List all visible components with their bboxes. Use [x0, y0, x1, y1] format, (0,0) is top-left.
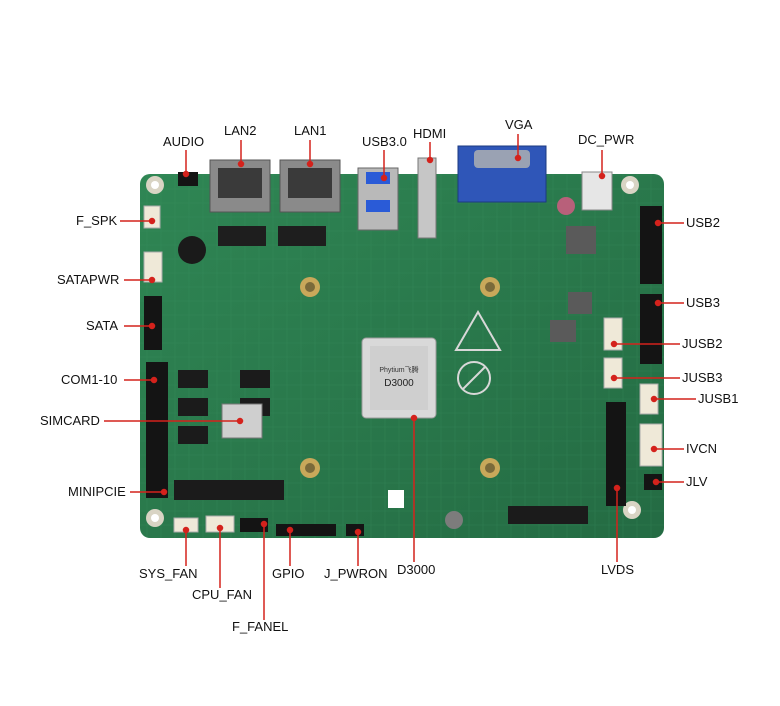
f-spk-connector	[143, 205, 161, 229]
esd-warning-icon	[454, 310, 502, 351]
label-gpio: GPIO	[272, 566, 305, 581]
label-com: COM1-10	[61, 372, 118, 387]
leader-lines	[104, 134, 696, 620]
mounting-holes	[146, 176, 641, 527]
ivcn-connector	[639, 423, 663, 467]
label-d3000: D3000	[397, 562, 436, 577]
lvds-header	[606, 402, 626, 506]
jusb3-connector	[603, 357, 623, 389]
label-jusb2: JUSB2	[682, 336, 723, 351]
label-lan1: LAN1	[294, 123, 327, 138]
j-pwron-header	[346, 524, 364, 536]
label-ivcn: IVCN	[686, 441, 718, 456]
minipcie-slot	[174, 480, 284, 500]
audio-header	[178, 172, 198, 186]
dc-power-jack	[581, 171, 613, 211]
gpio-header	[276, 524, 336, 536]
label-f-spk: F_SPK	[76, 213, 118, 228]
usb3-header	[640, 294, 662, 364]
cpu-model-text: D3000	[384, 378, 414, 389]
label-sys-fan: SYS_FAN	[139, 566, 198, 581]
buzzer	[178, 236, 206, 264]
label-jusb3: JUSB3	[682, 370, 723, 385]
label-lvds: LVDS	[601, 562, 634, 577]
label-usb2: USB2	[686, 215, 720, 230]
label-sata: SATA	[86, 318, 119, 333]
label-hdmi: HDMI	[413, 126, 447, 141]
label-f-fanel: F_FANEL	[232, 619, 289, 634]
label-minipcie: MINIPCIE	[68, 484, 126, 499]
cpu-brand-text: Phytium飞腾	[379, 365, 418, 374]
power-components	[388, 197, 596, 529]
label-cpu-fan: CPU_FAN	[192, 587, 252, 602]
jusb2-connector	[603, 317, 623, 351]
label-lan2: LAN2	[224, 123, 257, 138]
hdmi-port	[417, 157, 437, 239]
usb2-header	[640, 206, 662, 284]
com-header	[146, 362, 168, 498]
label-j-pwron: J_PWRON	[324, 566, 388, 581]
label-vga: VGA	[505, 117, 533, 132]
m2-slot	[508, 506, 588, 524]
label-usb3: USB3	[686, 295, 720, 310]
label-jusb1: JUSB1	[698, 391, 739, 406]
label-usb30: USB3.0	[362, 134, 407, 149]
f-fanel-header	[240, 518, 268, 532]
label-simcard: SIMCARD	[40, 413, 100, 428]
label-jlv: JLV	[686, 474, 708, 489]
label-satapwr: SATAPWR	[57, 272, 120, 287]
label-dc-pwr: DC_PWR	[578, 132, 635, 147]
label-audio: AUDIO	[163, 134, 205, 149]
no-lead-icon	[457, 361, 491, 395]
